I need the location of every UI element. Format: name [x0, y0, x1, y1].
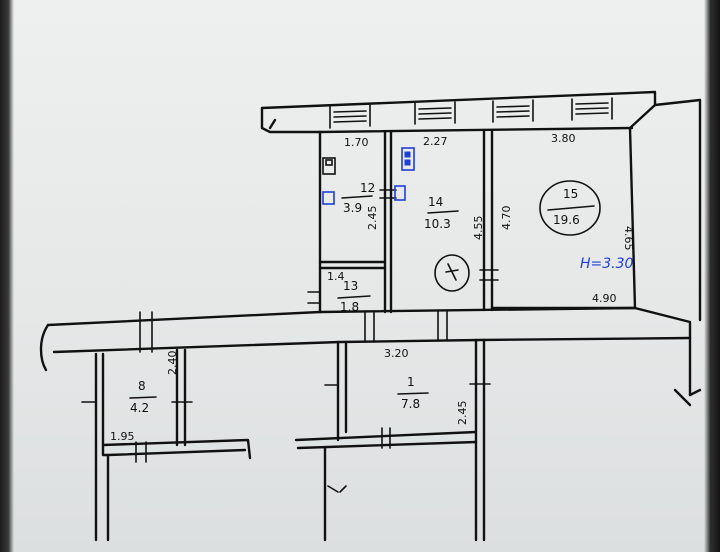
- dim-2-45-left: 2.45: [366, 206, 379, 231]
- dim-4-65: 4.65: [622, 226, 635, 251]
- room-15-area: 19.6: [553, 213, 580, 227]
- dim-3-80: 3.80: [551, 132, 576, 145]
- room-13-number: 13: [343, 279, 358, 293]
- right-shadow: [704, 0, 720, 552]
- room-14-number: 14: [428, 195, 443, 209]
- dim-1-4: 1.4: [327, 270, 345, 283]
- dim-4-55: 4.55: [472, 216, 485, 241]
- dim-2-40: 2.40: [166, 351, 179, 376]
- dim-2-45-right: 2.45: [456, 401, 469, 426]
- dim-2-27: 2.27: [423, 135, 448, 148]
- left-shadow: [0, 0, 14, 552]
- fixtures: [129, 147, 601, 399]
- room-13-area: 1.8: [340, 300, 359, 314]
- room-14-area: 10.3: [424, 217, 451, 231]
- room-12-number: 12: [360, 181, 375, 195]
- dimension-labels: 1.70 2.27 3.80 4.70 4.65 4.55 2.45 4.90 …: [110, 132, 635, 443]
- room-1-area: 7.8: [401, 397, 420, 411]
- dim-3-20: 3.20: [384, 347, 409, 360]
- dim-1-70: 1.70: [344, 136, 369, 149]
- room-15-number: 15: [563, 187, 578, 201]
- ceiling-height-note: H=3.30: [580, 256, 634, 272]
- exterior-walls: [260, 90, 702, 407]
- room-8-number: 8: [138, 379, 146, 393]
- toilet-icon: [322, 157, 336, 175]
- room-15-circle: [539, 180, 601, 236]
- room-labels: 12 3.9 14 10.3 15 19.6 13 1.8 8 4.2 1 7.…: [130, 181, 580, 415]
- room-8-area: 4.2: [130, 401, 149, 415]
- room-8-walls: [81, 348, 252, 542]
- dim-4-70: 4.70: [500, 206, 513, 231]
- interior-walls-upper: [307, 128, 637, 314]
- room-1-walls: [294, 338, 491, 542]
- top-windows: [329, 97, 613, 129]
- blue-door-marks: [322, 147, 415, 205]
- room-1-number: 1: [407, 375, 415, 389]
- corridor-walls: [39, 306, 692, 372]
- dim-4-90: 4.90: [592, 292, 617, 305]
- dim-1-95: 1.95: [110, 430, 135, 443]
- room-12-area: 3.9: [343, 201, 362, 215]
